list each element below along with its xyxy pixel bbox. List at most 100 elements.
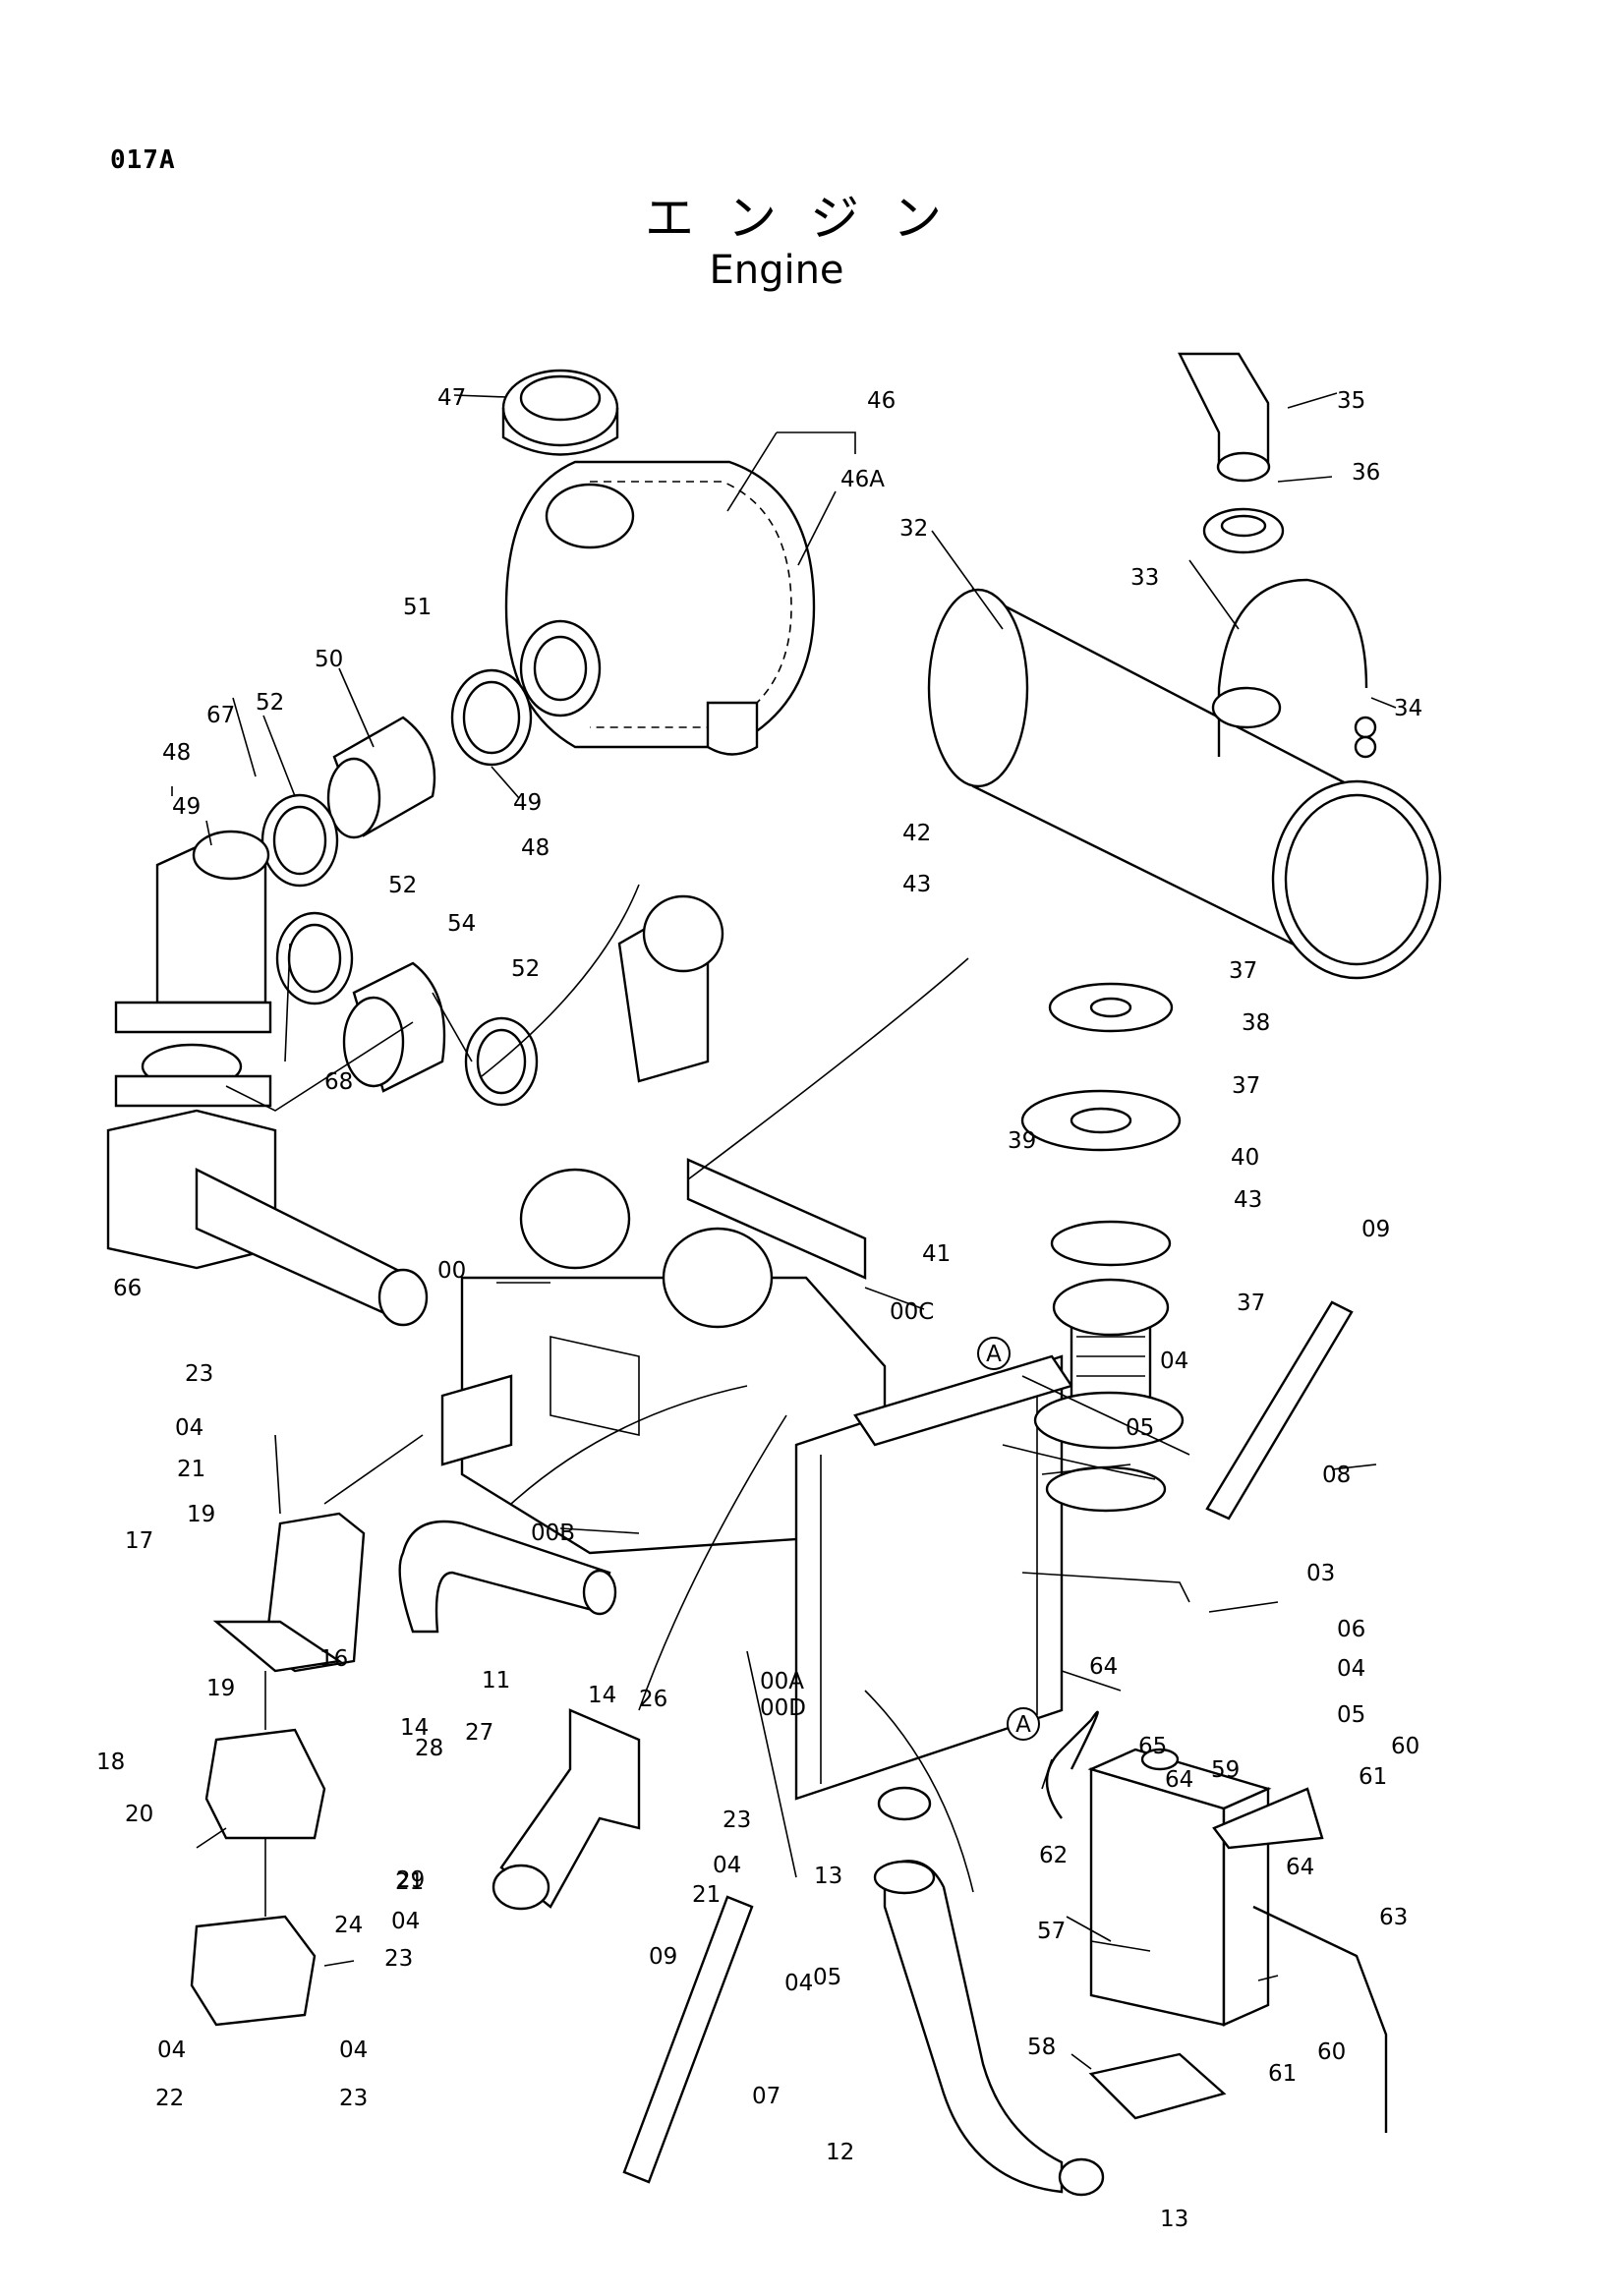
part-label-00C: 00C xyxy=(890,1299,934,1325)
title-english: Engine xyxy=(709,248,844,293)
part-label-14: 14 xyxy=(588,1683,616,1708)
part-label-66: 66 xyxy=(113,1276,142,1301)
part-label-26: 26 xyxy=(639,1687,667,1712)
part-label-52: 52 xyxy=(256,690,284,716)
reserve-tank xyxy=(1045,1710,1388,2133)
part-label-27: 27 xyxy=(465,1720,493,1746)
part-label-16: 16 xyxy=(319,1646,348,1672)
part-label-23: 23 xyxy=(339,2086,368,2111)
part-label-64: 64 xyxy=(1286,1855,1314,1880)
part-label-00D: 00D xyxy=(760,1695,806,1721)
part-label-13: 13 xyxy=(814,1864,842,1889)
part-label-23: 23 xyxy=(723,1808,751,1833)
part-label-04: 04 xyxy=(1160,1349,1188,1374)
part-label-43: 43 xyxy=(1234,1187,1262,1213)
part-label-21: 21 xyxy=(177,1457,205,1482)
title-japanese: エンジン xyxy=(645,190,975,247)
part-label-19: 19 xyxy=(187,1502,215,1527)
part-label-23: 23 xyxy=(185,1361,213,1387)
part-label-48: 48 xyxy=(162,740,191,766)
part-label-48: 48 xyxy=(521,835,550,861)
radiator xyxy=(794,1354,1073,1801)
part-label-47: 47 xyxy=(437,385,466,411)
callout-a-bottom: A xyxy=(1015,1712,1031,1738)
part-label-21: 21 xyxy=(692,1882,721,1908)
part-label-24: 24 xyxy=(334,1913,363,1938)
part-label-60: 60 xyxy=(1317,2039,1346,2065)
part-label-49: 49 xyxy=(172,794,201,820)
part-label-37: 37 xyxy=(1229,958,1257,984)
water-hoses xyxy=(398,1520,1105,2197)
part-label-11: 11 xyxy=(482,1668,510,1693)
part-label-40: 40 xyxy=(1231,1145,1259,1171)
callout-a-top: A xyxy=(986,1342,1002,1367)
part-label-04: 04 xyxy=(339,2038,368,2063)
part-label-43: 43 xyxy=(902,872,931,897)
part-label-21: 21 xyxy=(395,1869,424,1895)
callout-a-marks: A A xyxy=(977,1337,1040,1741)
part-label-28: 28 xyxy=(415,1736,443,1761)
part-label-62: 62 xyxy=(1039,1843,1068,1868)
exhaust-stack xyxy=(1178,352,1377,759)
part-label-12: 12 xyxy=(826,2140,854,2165)
part-label-59: 59 xyxy=(1211,1757,1240,1783)
part-label-00: 00 xyxy=(437,1258,466,1284)
muffler xyxy=(927,588,1442,980)
part-label-41: 41 xyxy=(922,1241,951,1267)
part-label-58: 58 xyxy=(1027,2035,1056,2060)
part-label-60: 60 xyxy=(1391,1734,1419,1759)
part-label-46: 46 xyxy=(867,388,896,414)
part-label-29: 29 xyxy=(396,1867,425,1893)
part-label-09: 09 xyxy=(1361,1217,1390,1242)
part-label-67: 67 xyxy=(206,703,235,728)
intake-hoses xyxy=(260,668,539,1107)
stay-brackets xyxy=(622,1300,1354,2184)
part-label-35: 35 xyxy=(1337,388,1365,414)
part-label-03: 03 xyxy=(1306,1561,1335,1586)
part-label-22: 22 xyxy=(155,2086,184,2111)
exhaust-elbow-and-pipe xyxy=(106,830,429,1327)
part-label-00B: 00B xyxy=(531,1521,575,1546)
part-label-68: 68 xyxy=(324,1069,353,1095)
part-label-17: 17 xyxy=(125,1528,153,1554)
engine-block xyxy=(440,894,887,1555)
part-label-50: 50 xyxy=(315,647,343,672)
part-label-07: 07 xyxy=(752,2084,781,2109)
part-label-39: 39 xyxy=(1008,1128,1036,1154)
part-label-33: 33 xyxy=(1130,565,1159,591)
part-label-36: 36 xyxy=(1352,460,1380,486)
part-label-19: 19 xyxy=(206,1676,235,1701)
part-label-63: 63 xyxy=(1379,1905,1408,1930)
air-cleaner-assembly xyxy=(501,369,816,756)
engine-mounts xyxy=(190,1512,366,2027)
part-label-57: 57 xyxy=(1037,1919,1066,1944)
part-label-54: 54 xyxy=(447,911,476,937)
part-label-04: 04 xyxy=(713,1853,741,1878)
part-label-05: 05 xyxy=(1126,1415,1154,1441)
part-label-61: 61 xyxy=(1359,1764,1387,1790)
part-label-52: 52 xyxy=(388,873,417,898)
part-label-00A: 00A xyxy=(760,1669,804,1694)
part-label-14: 14 xyxy=(400,1715,429,1741)
part-label-04: 04 xyxy=(391,1909,420,1934)
part-label-61: 61 xyxy=(1268,2061,1297,2087)
part-label-51: 51 xyxy=(403,595,432,620)
part-label-08: 08 xyxy=(1322,1463,1351,1488)
leader-lines xyxy=(171,392,1397,2070)
part-label-52: 52 xyxy=(511,956,540,982)
part-label-42: 42 xyxy=(902,821,931,846)
part-label-38: 38 xyxy=(1242,1010,1270,1036)
part-label-46A: 46A xyxy=(840,467,885,492)
part-label-64: 64 xyxy=(1089,1654,1118,1680)
part-label-04: 04 xyxy=(175,1415,203,1441)
part-label-20: 20 xyxy=(125,1802,153,1827)
part-label-13: 13 xyxy=(1160,2207,1188,2232)
diagram-code: 017A xyxy=(110,145,176,175)
part-label-32: 32 xyxy=(899,516,928,542)
part-label-65: 65 xyxy=(1138,1734,1167,1759)
part-label-05: 05 xyxy=(813,1965,841,1990)
part-label-09: 09 xyxy=(649,1944,677,1970)
exhaust-flange-set xyxy=(1020,982,1185,1513)
